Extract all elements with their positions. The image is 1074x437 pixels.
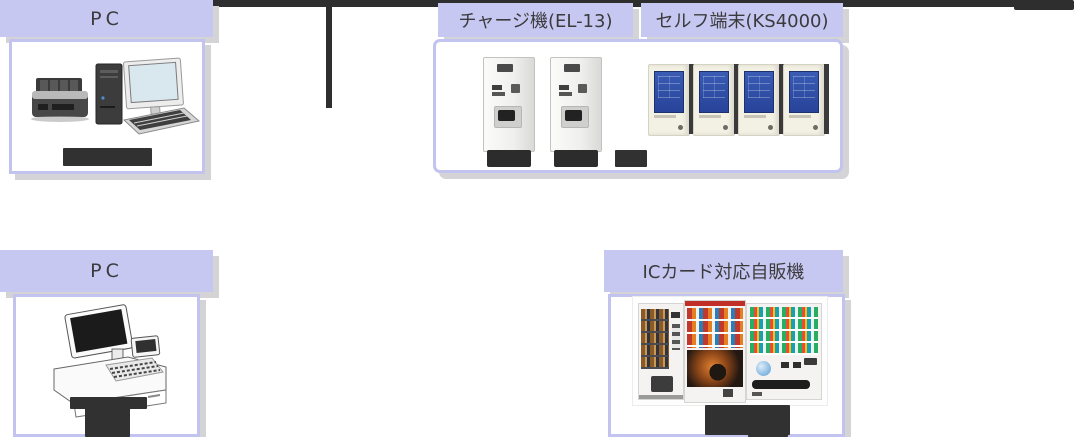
- pc-keyboard-icon: [122, 107, 201, 135]
- vending-machine-bottles-icon: [638, 303, 684, 400]
- kiosk-shadow: [554, 150, 598, 167]
- terminal-body: [783, 64, 825, 136]
- vending-machine-graphic-icon: [684, 300, 746, 403]
- kiosk-body: [483, 57, 535, 152]
- charge-machine-caption-block: [615, 150, 647, 167]
- network-bus-right-end: [1052, 0, 1074, 10]
- charge-machine-icon: [483, 57, 535, 169]
- pos-shadow-block: [85, 408, 130, 437]
- self-terminal-icon: [648, 64, 695, 136]
- terminal-body: [738, 64, 780, 136]
- node-header-pc-top: PC: [0, 0, 213, 37]
- self-terminal-label: セルフ端末(KS4000): [655, 11, 829, 32]
- node-header-self-terminal: セルフ端末(KS4000): [641, 3, 843, 37]
- vending-machines-photo: [633, 297, 827, 405]
- pc-top-caption-block: [63, 148, 152, 166]
- self-terminal-icon: [738, 64, 785, 136]
- node-header-pc-bottom: PC: [0, 250, 213, 292]
- pc-tower-icon: [95, 63, 123, 125]
- charge-machine-label: チャージ機(EL-13): [458, 11, 613, 32]
- ic-vending-label: ICカード対応自販機: [642, 262, 805, 283]
- node-box-pc-top: [9, 39, 205, 174]
- vending-machine-cans-icon: [746, 303, 822, 400]
- pc-bottom-label: PC: [90, 260, 123, 282]
- connector-pc-to-charge: [205, 0, 445, 6]
- node-header-ic-vending: ICカード対応自販機: [604, 250, 843, 292]
- kiosk-shadow: [487, 150, 531, 167]
- pc-top-label: PC: [90, 7, 123, 30]
- desktop-pc-and-printer-icon: [31, 57, 201, 135]
- terminal-body: [693, 64, 735, 136]
- kiosk-body: [550, 57, 602, 152]
- connector-drop-to-bus: [326, 0, 332, 108]
- printer-icon: [31, 78, 89, 122]
- charge-machine-icon: [550, 57, 602, 169]
- vending-shadow-block: [748, 430, 788, 437]
- pos-shadow-block: [70, 397, 147, 409]
- node-header-charge-machine: チャージ機(EL-13): [438, 3, 633, 37]
- self-terminal-icon: [783, 64, 830, 136]
- network-bus-right-node: [1014, 0, 1058, 10]
- self-terminal-icon: [693, 64, 740, 136]
- terminal-body: [648, 64, 690, 136]
- pc-monitor-icon: [123, 57, 184, 115]
